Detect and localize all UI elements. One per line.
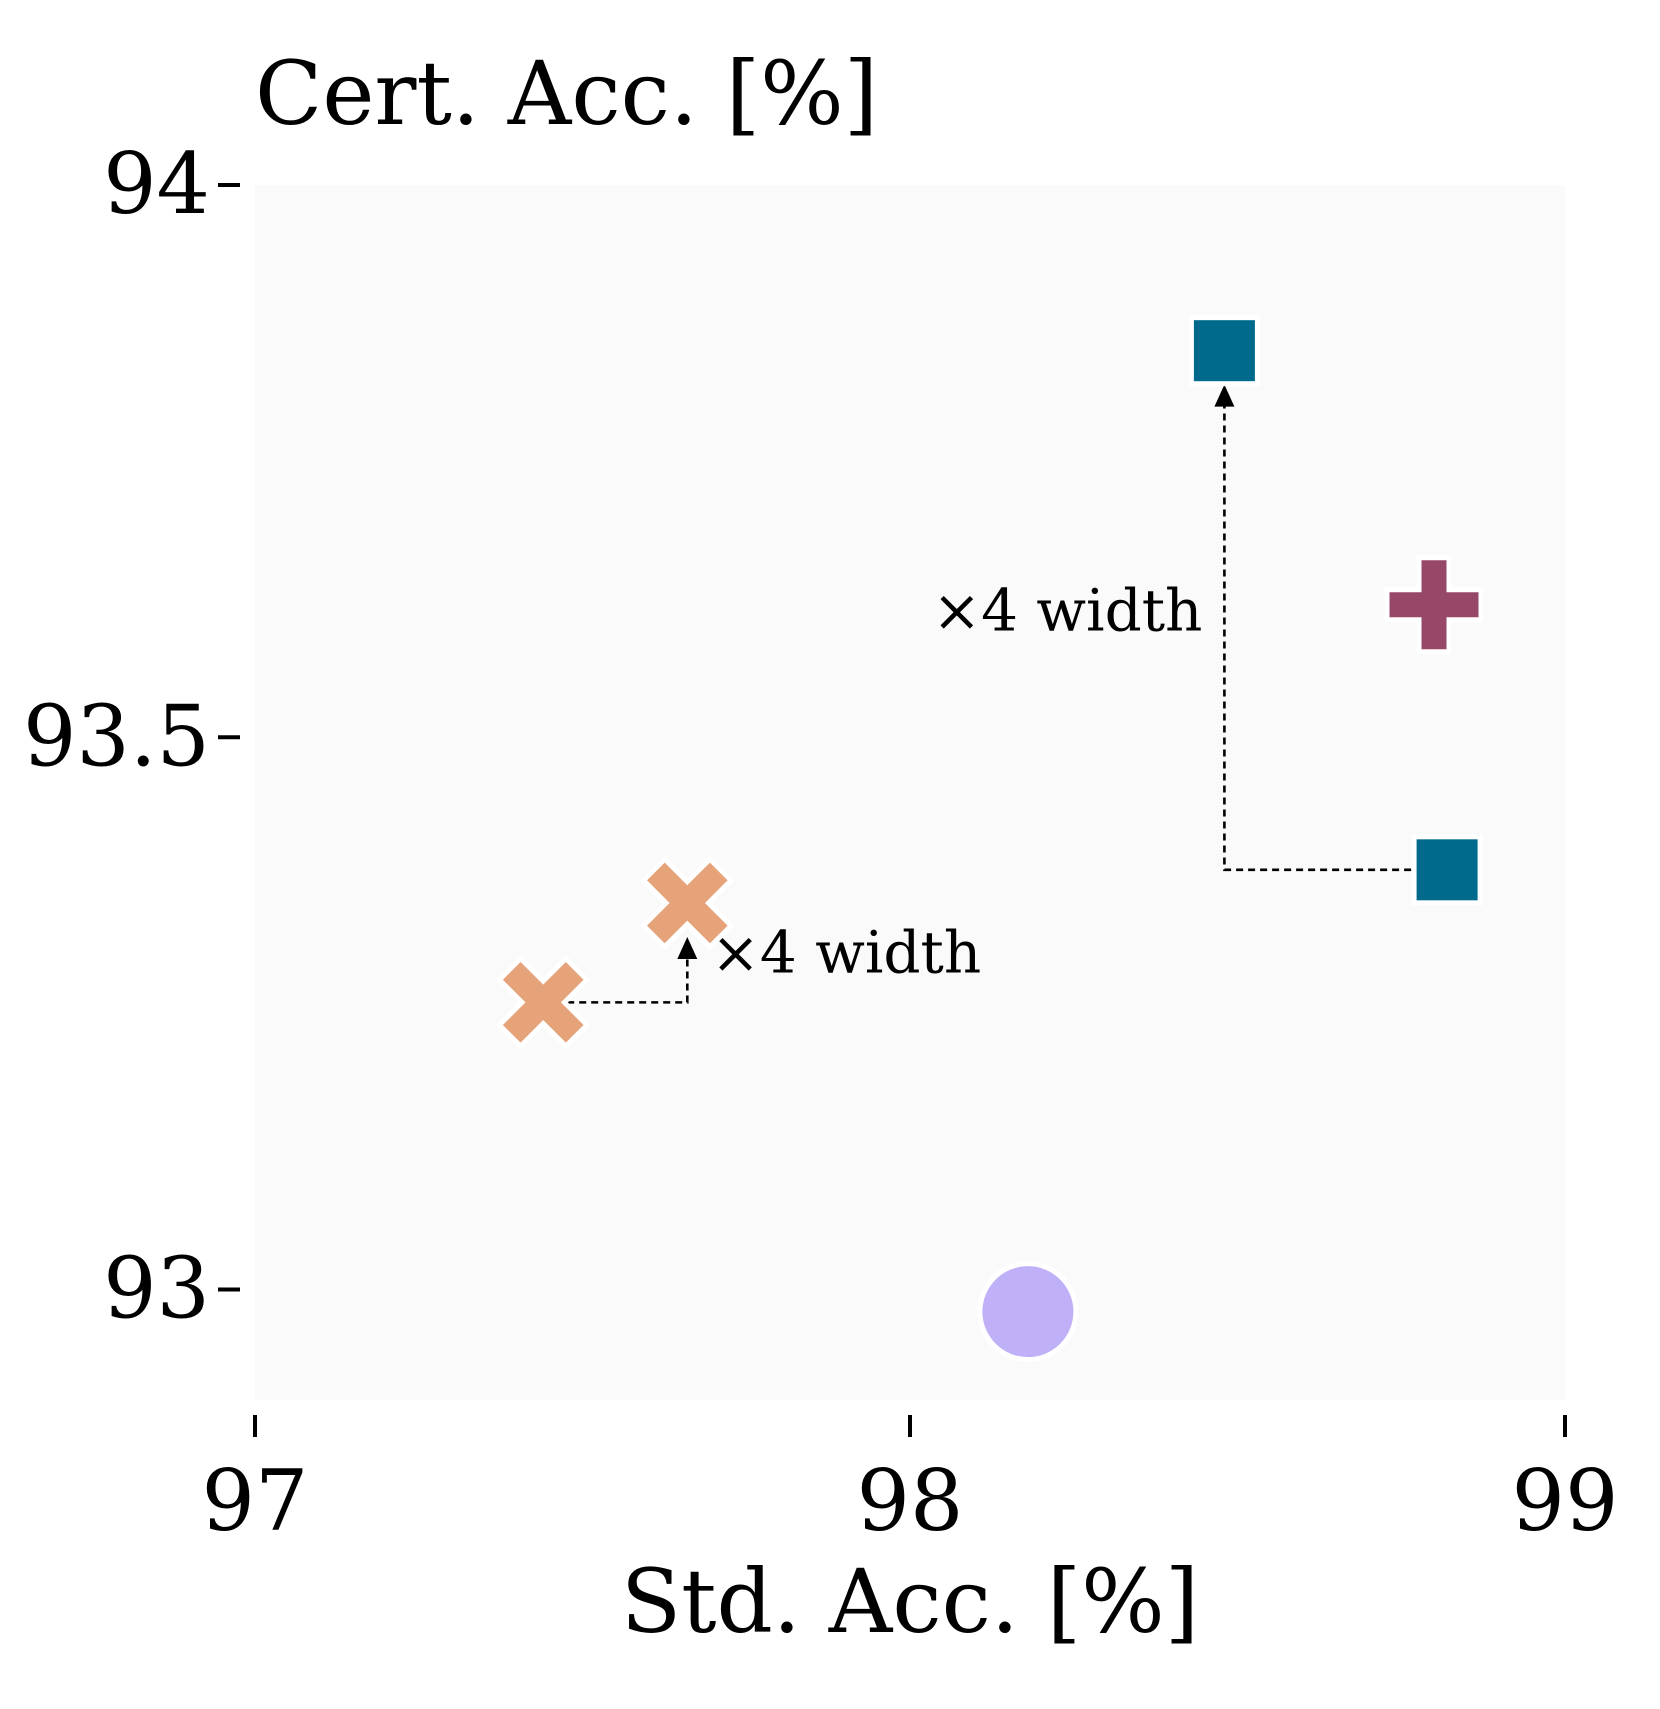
data-point-0 — [495, 954, 591, 1050]
annotation-arrow-1 — [1223, 398, 1448, 872]
annotations: ×4 width ×4 width — [543, 384, 1448, 1004]
y-tick-label-0: 93 — [103, 1240, 210, 1338]
y-tick-label-2: 94 — [103, 135, 210, 233]
annotation-arrow-0 — [543, 950, 689, 1004]
axes: 97 98 99 93 93.5 94 — [23, 135, 1618, 1550]
plot-background — [255, 185, 1565, 1400]
y-tick-label-1: 93.5 — [23, 687, 210, 785]
x-axis-label: Std. Acc. [%] — [621, 1550, 1199, 1653]
x-tick-label-1: 98 — [857, 1452, 964, 1550]
data-point-5 — [1384, 555, 1484, 655]
annotation-arrowhead-1 — [1214, 384, 1235, 407]
x-tick-label-2: 99 — [1512, 1452, 1619, 1550]
data-point-1 — [639, 855, 735, 951]
data-points — [495, 315, 1484, 1363]
annotation-label-1: ×4 width — [932, 576, 1202, 644]
data-point-3 — [1188, 315, 1260, 387]
data-point-4 — [1411, 834, 1483, 906]
y-axis-label: Cert. Acc. [%] — [255, 42, 878, 145]
annotation-arrowhead-0 — [677, 936, 698, 959]
annotation-label-0: ×4 width — [711, 919, 981, 987]
data-point-2 — [977, 1261, 1079, 1363]
x-tick-label-0: 97 — [202, 1452, 309, 1550]
